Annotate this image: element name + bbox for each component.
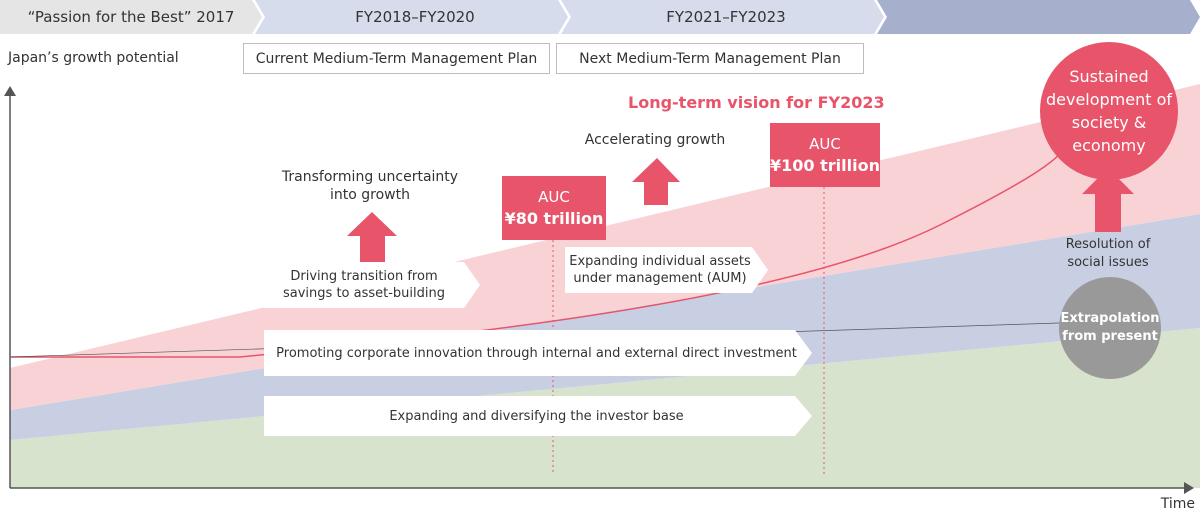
auc-80-box: AUC ¥80 trillion <box>502 176 606 240</box>
promoting-innovation-text: Promoting corporate innovation through i… <box>276 345 797 361</box>
expanding-aum-text: Expanding individual assets under manage… <box>569 254 751 286</box>
extrapolation-text: Extrapolation from present <box>1060 311 1160 344</box>
long-term-vision-title: Long-term vision for FY2023 <box>628 93 885 112</box>
driving-arrow-shape <box>264 262 480 308</box>
investor-base-text: Expanding and diversifying the investor … <box>389 408 684 424</box>
resolution-caption: Resolution of social issues <box>1065 237 1151 270</box>
current-plan-box: Current Medium-Term Management Plan <box>243 43 550 74</box>
y-axis-label: Japan’s growth potential <box>8 50 179 66</box>
phase-chevron-4 <box>877 0 1200 34</box>
auc-80-label: AUC <box>538 188 570 206</box>
up-arrow-transforming <box>347 212 397 262</box>
up-arrow-resolution <box>1082 168 1134 232</box>
auc-100-label: AUC <box>809 135 841 153</box>
transforming-caption: Transforming uncertainty into growth <box>281 169 459 203</box>
blue-band <box>10 214 1200 440</box>
sustained-development-text: Sustained development of society & econo… <box>1045 67 1173 155</box>
phase-chevron-1 <box>0 0 262 34</box>
phase-chevron-3 <box>561 0 884 34</box>
phase-label-fy2021-fy2023: FY2021–FY2023 <box>666 8 786 26</box>
phase-chevron-2 <box>255 0 568 34</box>
expanding-aum-arrow-shape <box>565 247 768 293</box>
y-axis-arrowhead <box>4 86 16 96</box>
next-plan-box: Next Medium-Term Management Plan <box>556 43 864 74</box>
driving-transition-text: Driving transition from savings to asset… <box>283 269 445 301</box>
x-axis-label: Time <box>1160 496 1195 512</box>
sustained-development-circle: Sustained development of society & econo… <box>1040 42 1178 180</box>
phase-label-2017: “Passion for the Best” 2017 <box>27 8 235 26</box>
auc-100-value: ¥100 trillion <box>770 156 880 175</box>
accelerating-caption: Accelerating growth <box>584 132 726 148</box>
auc-80-value: ¥80 trillion <box>504 209 604 228</box>
investor-arrow-shape <box>264 396 812 436</box>
extrapolation-circle: Extrapolation from present <box>1059 277 1161 379</box>
x-axis-arrowhead <box>1184 482 1194 494</box>
phase-label-fy2018-fy2020: FY2018–FY2020 <box>355 8 475 26</box>
up-arrow-accelerating <box>632 158 680 205</box>
auc-100-box: AUC ¥100 trillion <box>770 123 880 187</box>
promoting-arrow-shape <box>264 330 812 376</box>
